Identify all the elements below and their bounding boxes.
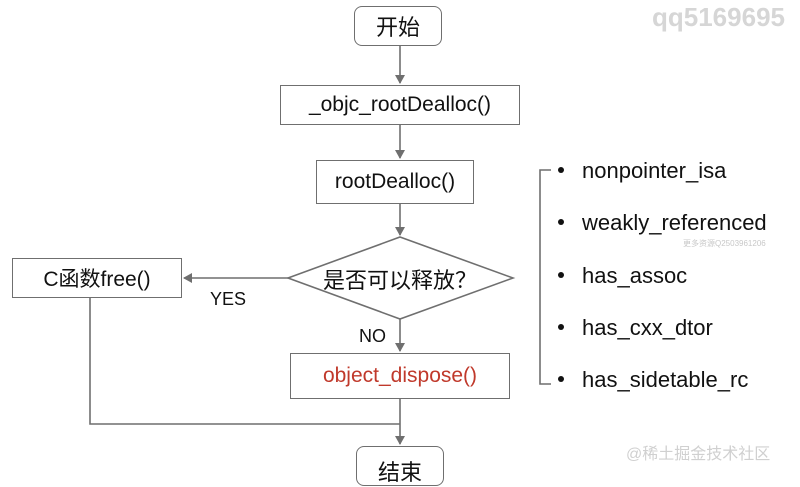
end-node: 结束 — [356, 446, 444, 486]
free-node: C函数free() — [12, 258, 182, 298]
yes-label: YES — [210, 289, 247, 309]
flag-label: nonpointer_isa — [582, 158, 727, 183]
bullet-dot — [558, 167, 564, 174]
no-label: NO — [359, 326, 386, 346]
rootdealloc-node: rootDealloc() — [316, 160, 474, 204]
end-node-label: 结束 — [377, 460, 422, 485]
decision-label: 是否可以释放？ — [322, 268, 477, 293]
flag-item: weakly_referenced — [558, 210, 767, 236]
watermark-bottom-right: @稀土掘金技术社区 — [626, 446, 771, 463]
flag-item: nonpointer_isa — [558, 158, 726, 184]
rootdealloc-label: rootDealloc() — [334, 170, 456, 193]
free-label: C函数free() — [43, 268, 151, 291]
bullet-dot — [558, 376, 564, 383]
flag-item: has_cxx_dtor — [558, 315, 713, 341]
bullet-dot — [558, 219, 564, 226]
watermark-top-right: qq5169695 — [652, 2, 785, 32]
start-node-label: 开始 — [375, 15, 420, 40]
objc-rootdealloc-label: _objc_rootDealloc() — [308, 93, 492, 116]
bullet-dot — [558, 324, 564, 331]
object-dispose-node: object_dispose() — [290, 353, 510, 399]
flags-bracket — [539, 169, 551, 385]
connector-free-to-end — [89, 298, 400, 425]
flag-item: has_assoc — [558, 263, 687, 289]
flag-label: has_cxx_dtor — [582, 315, 713, 340]
flag-label: has_sidetable_rc — [582, 367, 749, 392]
flag-label: has_assoc — [582, 263, 688, 288]
watermark-small: 更多资源Q2503961206 — [683, 239, 766, 248]
flowchart-connectors — [89, 46, 551, 445]
start-node: 开始 — [354, 6, 442, 46]
flag-item: has_sidetable_rc — [558, 367, 748, 393]
bullet-dot — [558, 272, 564, 279]
object-dispose-label: object_dispose() — [322, 364, 478, 387]
objc-rootdealloc-node: _objc_rootDealloc() — [280, 85, 520, 125]
flag-label: weakly_referenced — [582, 210, 767, 235]
